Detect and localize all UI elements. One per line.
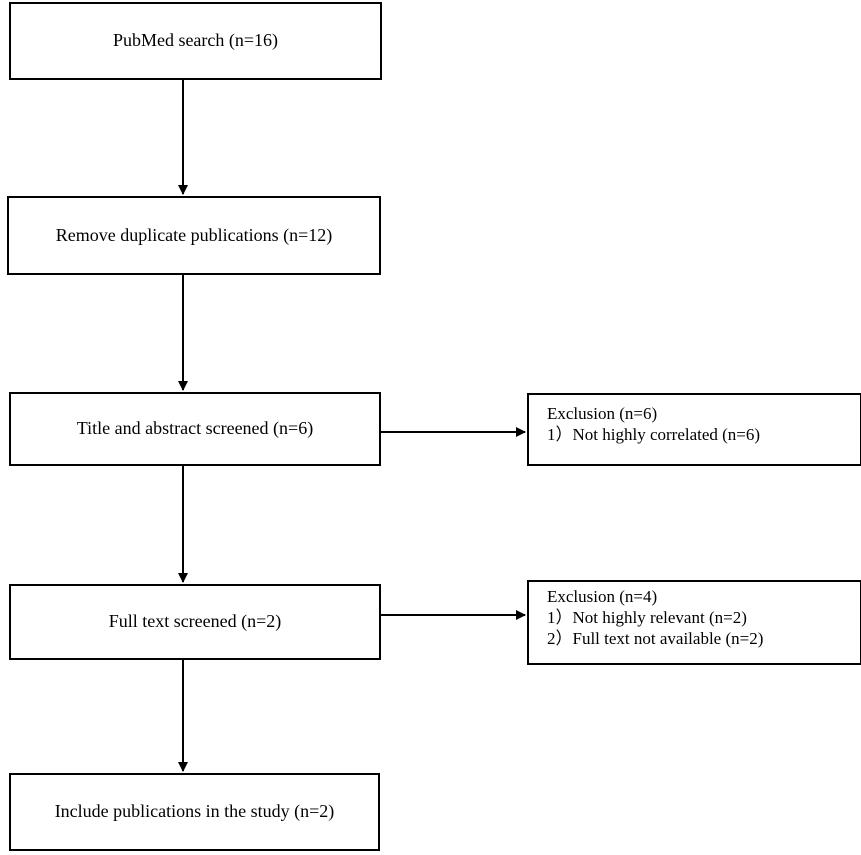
- exclusion-reason: 1）Not highly correlated (n=6): [547, 425, 761, 444]
- step-title-abstract-screened: Title and abstract screened (n=6): [9, 392, 381, 466]
- step-label: Full text screened (n=2): [108, 611, 282, 632]
- step-pubmed-search: PubMed search (n=16): [9, 2, 382, 80]
- exclusion-title: Exclusion (n=4): [547, 587, 658, 606]
- exclusion-title: Exclusion (n=6): [547, 404, 658, 423]
- step-full-text-screened: Full text screened (n=2): [9, 584, 381, 660]
- step-included-publications: Include publications in the study (n=2): [9, 773, 380, 851]
- step-remove-duplicates: Remove duplicate publications (n=12): [7, 196, 381, 275]
- step-label: Remove duplicate publications (n=12): [55, 224, 333, 245]
- exclusion-reason: 1）Not highly relevant (n=2): [547, 608, 747, 627]
- exclusion-box-title-screen: Exclusion (n=6) 1）Not highly correlated …: [527, 393, 861, 466]
- exclusion-box-full-text: Exclusion (n=4) 1）Not highly relevant (n…: [527, 580, 861, 665]
- step-label: PubMed search (n=16): [112, 30, 279, 51]
- exclusion-reason: 2）Full text not available (n=2): [547, 629, 764, 648]
- step-label: Include publications in the study (n=2): [54, 801, 335, 822]
- step-label: Title and abstract screened (n=6): [76, 418, 314, 439]
